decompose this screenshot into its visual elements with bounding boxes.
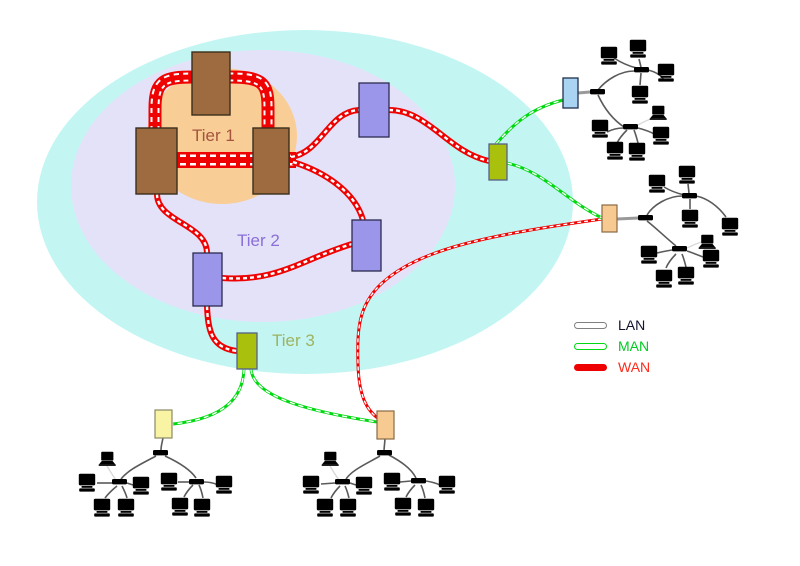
lan-links-orange-right bbox=[646, 183, 727, 269]
wan-link-tier2-to-tier3-left bbox=[204, 305, 238, 354]
legend-label-man: MAN bbox=[618, 338, 650, 354]
lan-links-orange-bottom bbox=[320, 438, 441, 499]
ethernet-hub-icon bbox=[377, 450, 392, 456]
workstation-icon bbox=[438, 475, 456, 494]
tier1-core-router-top bbox=[191, 51, 231, 116]
ethernet-hub-icon bbox=[634, 67, 649, 73]
workstation-icon bbox=[117, 498, 135, 517]
orange-lan-cluster-right bbox=[601, 165, 739, 288]
wan-link-core-to-tier2-topright bbox=[290, 107, 360, 160]
workstation-icon bbox=[629, 39, 647, 58]
laptop-icon bbox=[98, 451, 116, 466]
ethernet-hub-icon bbox=[590, 89, 605, 95]
workstation-icon bbox=[316, 498, 334, 517]
workstation-icon bbox=[702, 249, 720, 268]
workstation-icon bbox=[160, 472, 178, 491]
workstation-icon bbox=[631, 85, 649, 104]
workstation-icon bbox=[591, 119, 609, 138]
workstation-icon bbox=[171, 497, 189, 516]
ethernet-hub-icon bbox=[112, 479, 127, 485]
workstation-icon bbox=[394, 497, 412, 516]
legend-row-man: MAN bbox=[574, 339, 650, 353]
ethernet-hub-icon bbox=[638, 215, 653, 221]
wan-link-tier2-left-to-right bbox=[221, 241, 353, 282]
legend: LAN MAN WAN bbox=[574, 318, 650, 374]
workstation-icon bbox=[78, 473, 96, 492]
workstation-icon bbox=[215, 475, 233, 494]
wan-link-core-to-tier2-right bbox=[292, 159, 366, 221]
workstation-icon bbox=[600, 46, 618, 65]
workstation-icon bbox=[652, 126, 670, 145]
tier3-edge-router-left bbox=[236, 332, 258, 370]
tier1-core-router-left bbox=[135, 127, 178, 195]
tier2-router-right bbox=[351, 219, 382, 272]
workstation-icon bbox=[355, 476, 373, 495]
laptop-icon bbox=[321, 451, 339, 466]
workstation-icon bbox=[677, 266, 695, 285]
wan-link-core-to-tier2-left bbox=[154, 193, 210, 254]
laptop-icon bbox=[649, 105, 667, 120]
workstation-icon bbox=[657, 63, 675, 82]
wan-link-tier2-to-tier3-right bbox=[388, 107, 490, 164]
ethernet-hub-icon bbox=[411, 478, 426, 484]
ethernet-hub-icon bbox=[682, 193, 697, 199]
workstation-icon bbox=[655, 269, 673, 288]
workstation-icon bbox=[678, 165, 696, 184]
ethernet-hub-icon bbox=[672, 246, 687, 252]
man-link-tier3-to-yellow-gateway bbox=[172, 368, 246, 426]
workstation-icon bbox=[132, 476, 150, 495]
wan-link-right-gateway-to-bottom-gateway bbox=[356, 217, 603, 421]
workstation-icon bbox=[640, 245, 658, 264]
tier2-label: Tier 2 bbox=[237, 231, 280, 250]
workstation-icon bbox=[383, 472, 401, 491]
workstation-icon bbox=[302, 475, 320, 494]
tier2-router-topright bbox=[358, 82, 390, 138]
blue-lan-gateway-router bbox=[562, 77, 579, 109]
orange-bottom-gateway-router bbox=[376, 410, 395, 440]
man-line-sample bbox=[574, 342, 607, 350]
man-links bbox=[172, 98, 603, 426]
lan-line-sample bbox=[574, 321, 607, 329]
workstation-icon bbox=[606, 141, 624, 160]
tier1-core-router-right bbox=[252, 127, 290, 195]
legend-row-wan: WAN bbox=[574, 360, 650, 374]
workstation-icon bbox=[648, 174, 666, 193]
legend-label-lan: LAN bbox=[618, 317, 646, 333]
workstation-icon bbox=[193, 498, 211, 517]
man-link-tier3-to-right-orange-gateway bbox=[506, 161, 603, 220]
workstation-icon bbox=[681, 209, 699, 228]
legend-row-lan: LAN bbox=[574, 318, 650, 332]
lan-links-yellow bbox=[97, 437, 219, 499]
man-link-tier3-to-bottom-orange-gateway bbox=[249, 368, 378, 424]
ethernet-hub-icon bbox=[335, 479, 350, 485]
workstation-icon bbox=[628, 142, 646, 161]
yellow-lan-gateway-router bbox=[154, 409, 173, 439]
wan-line-sample bbox=[574, 363, 607, 371]
tier1-label: Tier 1 bbox=[192, 126, 235, 145]
ethernet-hub-icon bbox=[153, 450, 168, 456]
ethernet-hub-icon bbox=[623, 124, 638, 130]
tier2-router-left bbox=[192, 252, 223, 307]
workstation-icon bbox=[93, 498, 111, 517]
orange-lan-cluster-bottom bbox=[302, 410, 456, 517]
orange-right-gateway-router bbox=[601, 204, 618, 233]
blue-lan-cluster bbox=[562, 39, 675, 161]
workstation-icon bbox=[721, 217, 739, 236]
lan-link-right-gateway bbox=[616, 216, 639, 221]
wan-links bbox=[154, 107, 603, 421]
tier3-label: Tier 3 bbox=[272, 331, 315, 350]
workstation-icon bbox=[339, 498, 357, 517]
ethernet-hub-icon bbox=[189, 479, 204, 485]
yellow-lan-cluster bbox=[78, 409, 233, 517]
lan-link-blue-gateway bbox=[577, 90, 591, 95]
man-link-tier3-to-blue-gateway bbox=[494, 98, 564, 145]
tier3-edge-router-right bbox=[488, 143, 508, 181]
workstation-icon bbox=[417, 498, 435, 517]
legend-label-wan: WAN bbox=[618, 359, 651, 375]
